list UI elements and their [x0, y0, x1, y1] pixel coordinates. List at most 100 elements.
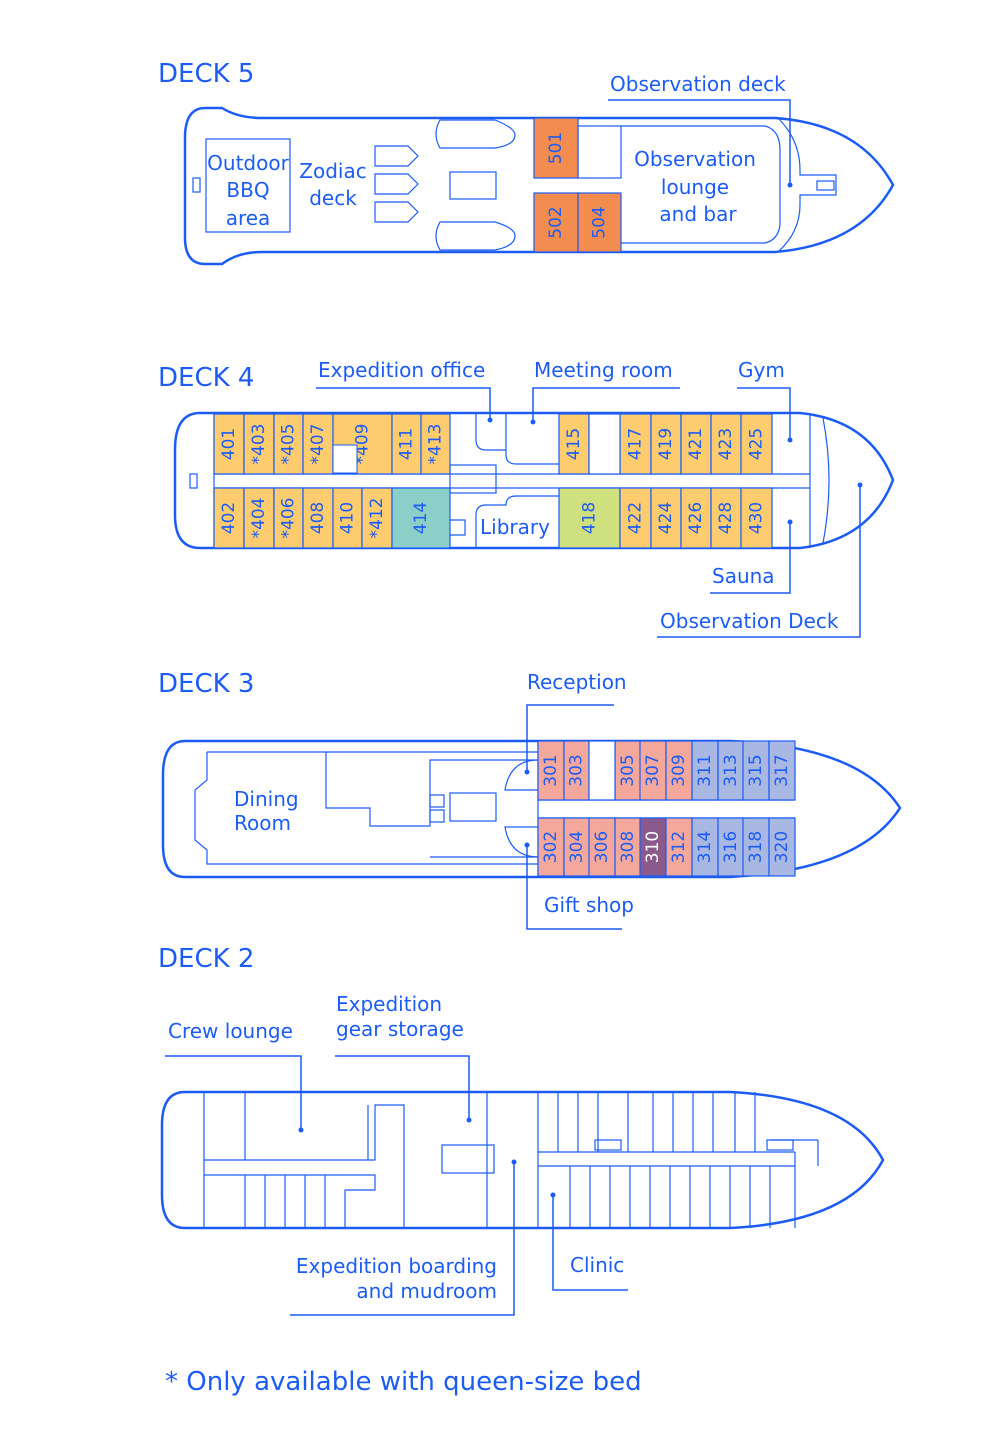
cabin-number: 308	[618, 831, 638, 863]
cabin-fill	[650, 487, 682, 549]
cabin-number: 428	[716, 502, 736, 534]
cabin-fill	[213, 487, 245, 549]
cabin-number: 312	[669, 831, 689, 863]
cabin-425[interactable]: 425	[740, 413, 773, 475]
cabin-411[interactable]: 411	[391, 413, 422, 475]
cabin-number: 402	[219, 502, 239, 534]
cabin-315[interactable]: 315	[742, 740, 770, 801]
leader-dot	[857, 482, 863, 488]
cabin-304[interactable]: 304	[563, 817, 591, 877]
gift-shop-label: Gift shop	[544, 893, 634, 917]
cabin-316[interactable]: 316	[717, 817, 745, 877]
boarding-label: and mudroom	[356, 1279, 497, 1303]
cabin-415[interactable]: 415	[558, 413, 590, 475]
cabin-412[interactable]: *412	[361, 487, 393, 549]
cabin-number: 411	[397, 428, 417, 460]
cabin-314[interactable]: 314	[691, 817, 719, 877]
cabin-306[interactable]: 306	[588, 817, 616, 877]
cabin-430[interactable]: 430	[740, 487, 773, 549]
leader-dot	[787, 519, 793, 525]
cabin-fill	[577, 192, 622, 253]
cabin-404[interactable]: *404	[243, 487, 275, 549]
cabin-fill	[665, 817, 693, 877]
cabin-number: 422	[626, 502, 646, 534]
cabin-number: *407	[308, 424, 328, 465]
cabin-number: *403	[249, 424, 269, 465]
cabin-fill	[665, 740, 693, 801]
cabin-fill	[533, 192, 579, 253]
cabin-301[interactable]: 301	[537, 740, 565, 801]
cabin-302[interactable]: 302	[537, 817, 565, 877]
cabin-422[interactable]: 422	[619, 487, 652, 549]
cabin-312[interactable]: 312	[665, 817, 693, 877]
cabin-number: 425	[747, 428, 767, 460]
cabin-fill	[273, 413, 304, 475]
cabin-408[interactable]: 408	[302, 487, 334, 549]
cabin-401[interactable]: 401	[213, 413, 245, 475]
cabin-305[interactable]: 305	[614, 740, 642, 801]
stairs-icon	[588, 740, 616, 801]
cabin-423[interactable]: 423	[710, 413, 742, 475]
cabin-414[interactable]: 414	[391, 487, 451, 549]
cabin-317[interactable]: 317	[768, 740, 796, 801]
cabin-504[interactable]: 504	[577, 192, 622, 253]
cabin-426[interactable]: 426	[680, 487, 712, 549]
cabin-424[interactable]: 424	[650, 487, 682, 549]
cabin-407[interactable]: *407	[302, 413, 334, 475]
leader-line	[737, 387, 791, 440]
cabin-fill	[361, 487, 393, 549]
cabin-fill	[332, 487, 363, 549]
cabin-413[interactable]: *413	[420, 413, 451, 475]
cabin-fill	[537, 817, 565, 877]
cabin-fill	[302, 413, 334, 475]
zodiac-boats-icon	[374, 145, 419, 223]
leader-dot	[787, 182, 793, 188]
cabin-fill	[740, 413, 773, 475]
cabin-309[interactable]: 309	[665, 740, 693, 801]
cabin-311[interactable]: 311	[691, 740, 719, 801]
leader-line	[532, 387, 680, 422]
cabin-number: *413	[426, 424, 446, 465]
cabin-428[interactable]: 428	[710, 487, 742, 549]
observation-deck-label: Observation deck	[610, 72, 786, 96]
cabin-fill	[588, 817, 616, 877]
cabin-417[interactable]: 417	[619, 413, 652, 475]
cabin-405[interactable]: *405	[273, 413, 304, 475]
leader-line	[526, 845, 622, 930]
cabin-403[interactable]: *403	[243, 413, 275, 475]
cabin-fill	[420, 413, 451, 475]
deck-4-title: DECK 4	[158, 363, 254, 393]
cabin-number: 317	[772, 754, 792, 786]
stairs-icon	[449, 171, 497, 200]
cabin-310[interactable]: 310	[639, 817, 667, 877]
deck-2-title: DECK 2	[158, 944, 254, 974]
bbq-label: area	[226, 206, 271, 230]
cabin-320[interactable]: 320	[768, 817, 796, 877]
cabin-410[interactable]: 410	[332, 487, 363, 549]
expedition-office-label: Expedition office	[318, 358, 485, 382]
cabin-308[interactable]: 308	[614, 817, 642, 877]
cabin-406[interactable]: *406	[273, 487, 304, 549]
cabin-number: 305	[618, 754, 638, 786]
cabin-502[interactable]: 502	[533, 192, 579, 253]
cabin-402[interactable]: 402	[213, 487, 245, 549]
cabin-501[interactable]: 501	[533, 117, 579, 179]
leader-dot	[511, 1159, 517, 1165]
leader-line	[316, 387, 491, 420]
gear-storage-label: Expedition	[336, 992, 442, 1016]
cabin-307[interactable]: 307	[639, 740, 667, 801]
stairs-icon	[449, 792, 497, 822]
cabin-fill	[710, 413, 742, 475]
cabin-303[interactable]: 303	[563, 740, 590, 801]
cabin-313[interactable]: 313	[717, 740, 745, 801]
cabin-318[interactable]: 318	[742, 817, 770, 877]
cabin-number: 310	[643, 831, 663, 863]
dining-room-label: Room	[234, 811, 291, 835]
deck-5: DECK 5 Outdoor BBQ area Zodiac deck Obse…	[158, 59, 895, 266]
cabin-418[interactable]: 418	[558, 487, 621, 549]
cabin-number: 307	[643, 754, 663, 786]
cabin-419[interactable]: 419	[650, 413, 682, 475]
cabin-number: 309	[669, 754, 689, 786]
leader-line	[552, 1195, 628, 1291]
cabin-421[interactable]: 421	[680, 413, 712, 475]
